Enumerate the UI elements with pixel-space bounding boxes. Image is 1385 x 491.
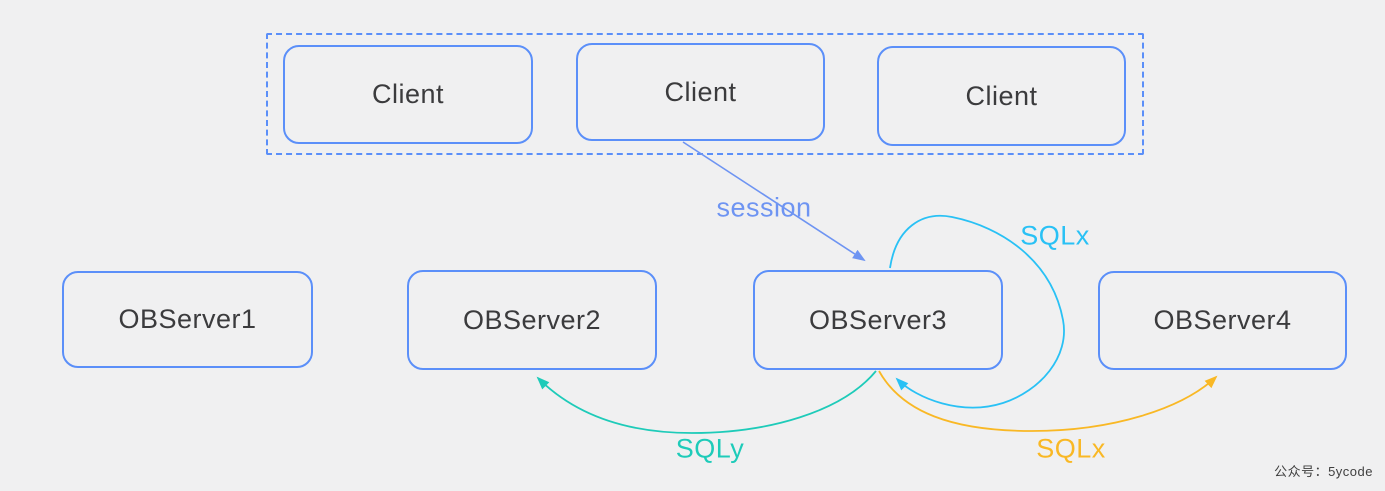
server-box-observer3-label: OBServer3 xyxy=(808,304,948,335)
client-box-2: Client xyxy=(576,43,825,141)
server-box-observer4-label: OBServer4 xyxy=(1153,305,1292,335)
server-box-observer2-label: OBServer2 xyxy=(462,304,602,335)
client-box-1: Client xyxy=(283,45,533,144)
client-box-3-label: Client xyxy=(965,80,1038,111)
server-box-observer3: OBServer3 xyxy=(753,270,1003,370)
sqlx-loop-label: SQLx xyxy=(1020,220,1090,251)
server-box-observer2: OBServer2 xyxy=(407,270,657,370)
server-box-observer1: OBServer1 xyxy=(62,271,313,368)
sqlx-forward-label: SQLx xyxy=(1036,433,1106,464)
client-box-2-label: Client xyxy=(664,76,737,107)
watermark-text: 公众号：5ycode xyxy=(1274,464,1373,479)
server-box-observer1-label: OBServer1 xyxy=(118,304,257,334)
client-box-1-label: Client xyxy=(371,79,445,109)
server-box-observer4: OBServer4 xyxy=(1098,271,1347,370)
sqly-label: SQLy xyxy=(675,433,745,464)
client-box-3: Client xyxy=(877,46,1126,146)
session-label: session xyxy=(716,192,812,223)
sqlx-forward-arrow xyxy=(878,370,1218,432)
sqly-arrow xyxy=(536,370,877,434)
